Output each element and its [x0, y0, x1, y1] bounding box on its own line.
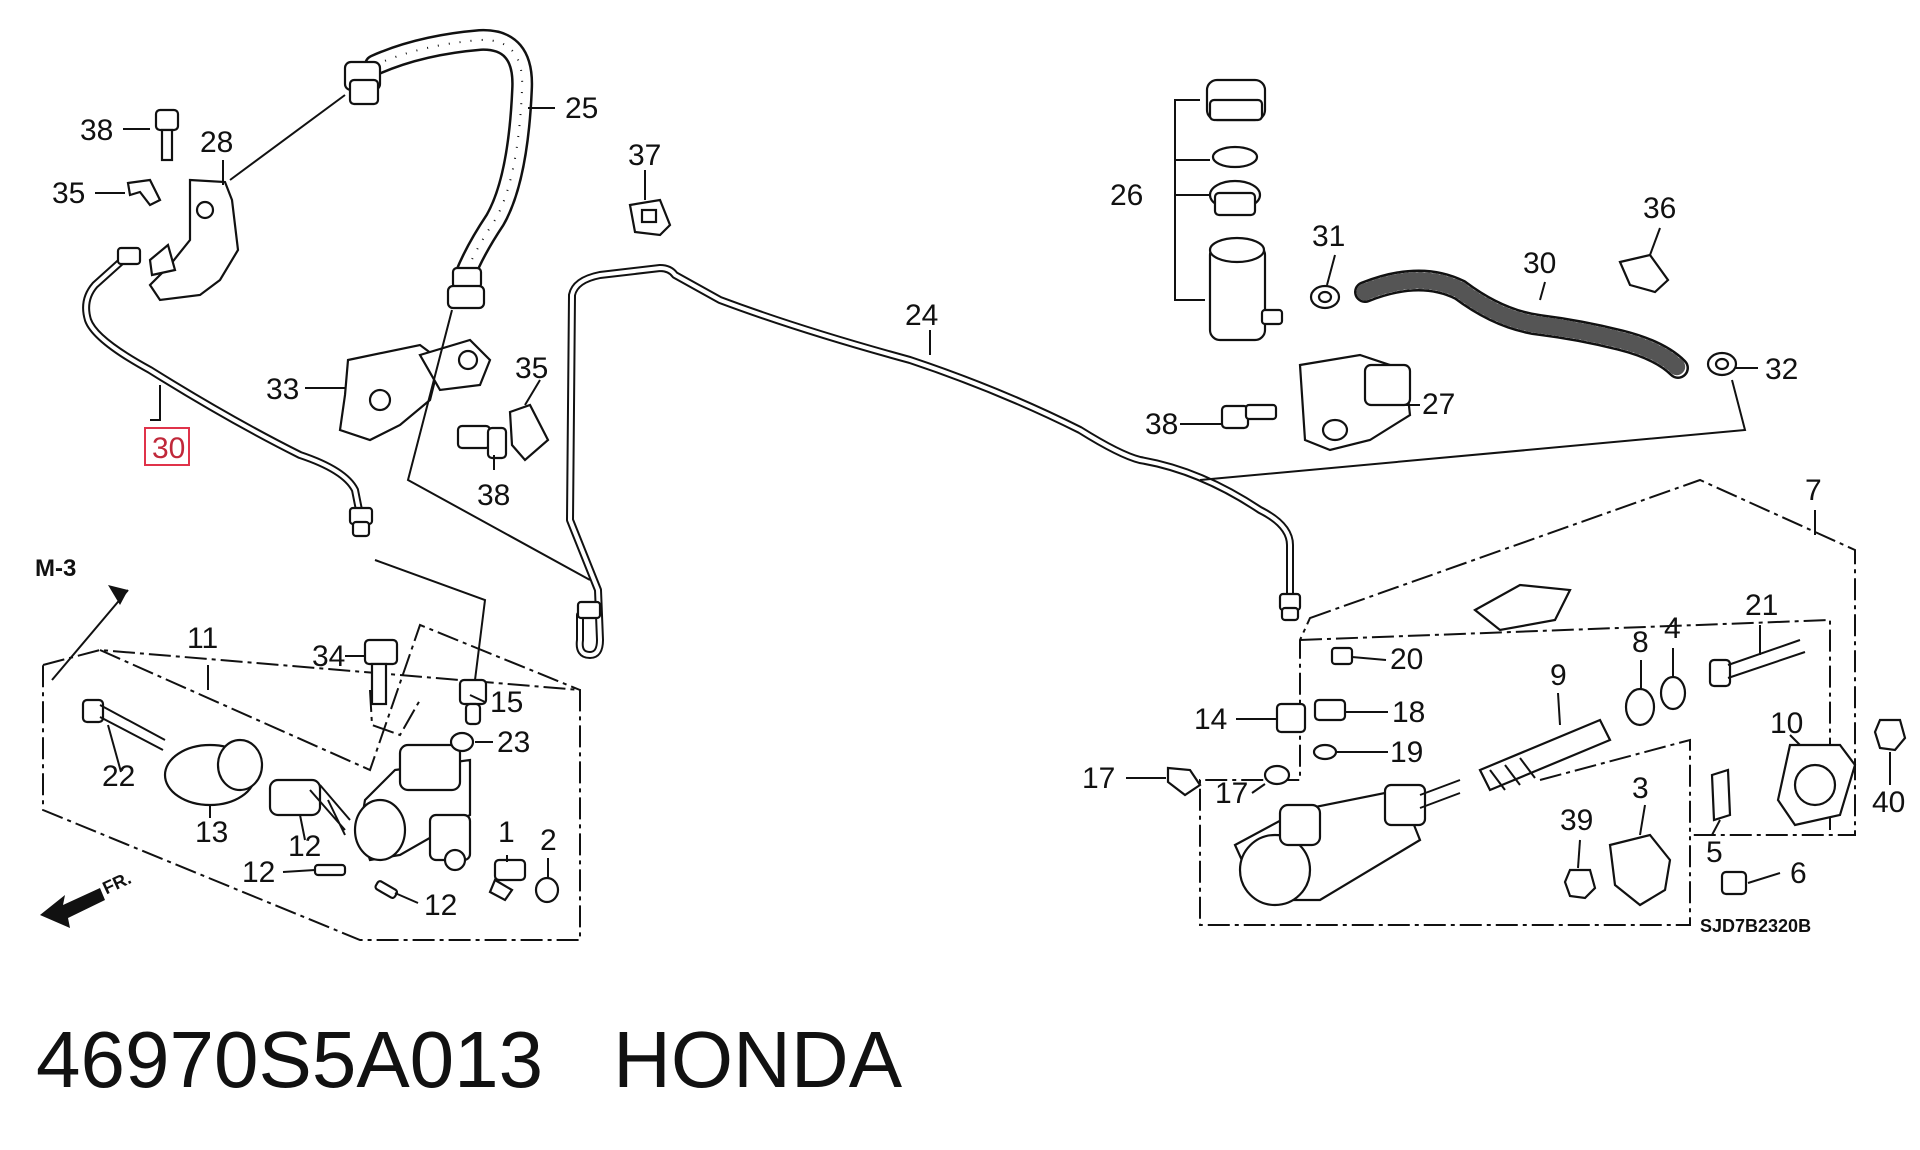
callout-24: 23: [497, 726, 530, 759]
clip-36: [1618, 253, 1670, 294]
front-arrow: [40, 888, 105, 928]
reservoir-27: [1174, 78, 1284, 342]
callout-18: 17: [1215, 777, 1248, 810]
callout-34: 34: [312, 640, 345, 673]
callout-11: 11: [187, 622, 218, 655]
clutch-pipe-30: [82, 246, 374, 538]
callout-31: 30: [1523, 247, 1556, 280]
callout-22: 21: [1745, 589, 1778, 622]
callout-6: 6: [1790, 857, 1807, 890]
ref-arrow-m3: [51, 585, 129, 681]
callout-19: 18: [1392, 696, 1425, 729]
callout-26: 25: [565, 92, 598, 125]
diagram-code: SJD7B2320B: [1700, 916, 1811, 936]
callout-38: 38: [1145, 408, 1178, 441]
callout-27: 26: [1110, 179, 1143, 212]
callout-12: 12: [424, 889, 457, 922]
bolt-38-c: [1220, 403, 1278, 430]
callout-3: 3: [1632, 772, 1649, 805]
callout-10: 10: [1770, 707, 1803, 740]
bracket-29: [148, 178, 240, 302]
callout-20: 19: [1390, 736, 1423, 769]
callout-30-highlight: [144, 427, 190, 466]
reservoir-hose-31: [1354, 269, 1689, 379]
callout-2: 2: [540, 824, 557, 857]
leader-lines: [95, 94, 1891, 904]
callout-38: 38: [80, 114, 113, 147]
part-number: 46970S5A013: [36, 1015, 544, 1104]
callout-33: 33: [266, 373, 299, 406]
callout-12: 12: [242, 856, 275, 889]
callout-36: 36: [1643, 192, 1676, 225]
callout-15: 14: [1194, 703, 1227, 736]
callout-21: 20: [1390, 643, 1423, 676]
clip-35-b: [508, 403, 550, 462]
callout-9: 9: [1550, 659, 1567, 692]
clamp-32-b: [1706, 351, 1738, 377]
caption: 46970S5A013 HONDA: [36, 1010, 902, 1110]
callout-32: 32: [1765, 353, 1798, 386]
brand-name: HONDA: [613, 1015, 903, 1104]
callout-38: 38: [477, 479, 510, 512]
callout-13: 12: [288, 830, 321, 863]
bolt-38-b: [456, 424, 508, 460]
clip-35-a: [126, 178, 162, 207]
callout-40: 40: [1872, 786, 1905, 819]
clamp-32-a: [1309, 284, 1341, 310]
callout-30: 30: [152, 432, 185, 465]
bracket-33: [338, 338, 492, 442]
slave-cylinder-group: [42, 623, 581, 941]
clutch-pipe-25: [566, 264, 1302, 659]
callout-14: 13: [195, 816, 228, 849]
callout-8: 8: [1632, 626, 1649, 659]
master-cylinder-group: [1166, 478, 1907, 926]
callouts: 38 28 35 25 30 33 35 38 37 24 M-3 11 34 …: [35, 92, 1905, 936]
clutch-hose-26: [343, 28, 534, 310]
callout-32: 31: [1312, 220, 1345, 253]
callout-25: 24: [905, 299, 938, 332]
bolt-38-a: [154, 108, 180, 162]
callout-23: 22: [102, 760, 135, 793]
callout-35: 35: [52, 177, 85, 210]
callout-4: 4: [1664, 612, 1681, 645]
callout-29: 28: [200, 126, 233, 159]
callout-1: 1: [498, 816, 515, 849]
callout-28: 27: [1422, 388, 1455, 421]
ref-m3: M-3: [35, 555, 76, 582]
clip-37: [628, 198, 672, 237]
callout-35: 35: [515, 352, 548, 385]
callout-39: 39: [1560, 804, 1593, 837]
callout-16: 15: [490, 686, 523, 719]
callout-7: 7: [1805, 474, 1822, 507]
ref-front: FR.: [99, 868, 134, 898]
callout-5: 5: [1706, 836, 1723, 869]
callout-37: 37: [628, 139, 661, 172]
callout-17: 17: [1082, 762, 1115, 795]
bracket-28: [1298, 353, 1412, 452]
